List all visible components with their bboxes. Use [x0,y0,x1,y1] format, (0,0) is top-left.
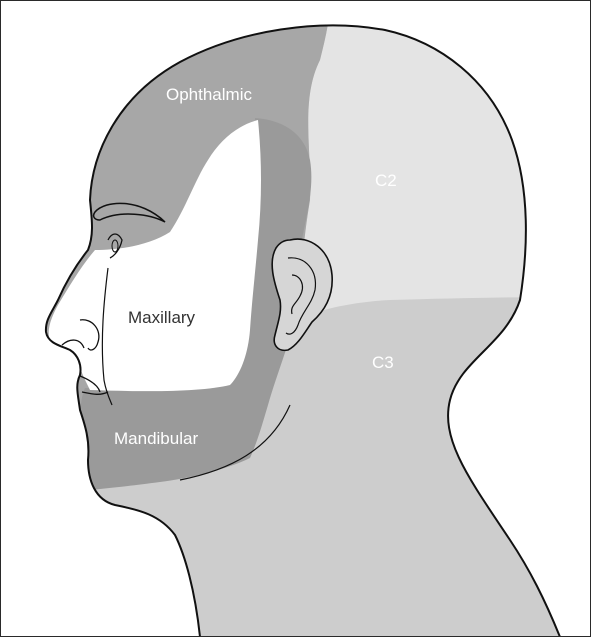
figure-frame [0,0,591,637]
dermatome-figure: Ophthalmic C2 Maxillary C3 Mandibular [0,0,591,637]
